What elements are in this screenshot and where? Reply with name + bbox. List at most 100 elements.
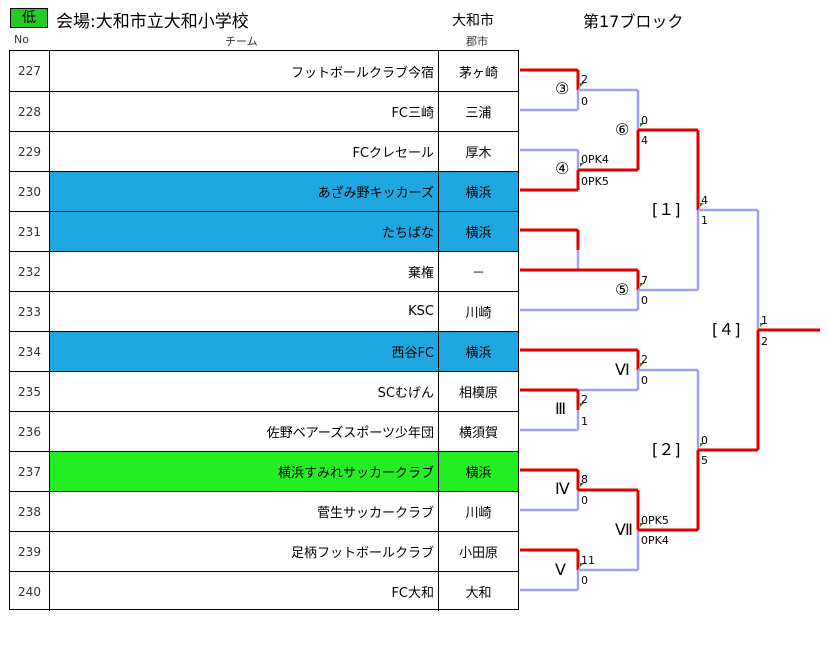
team-row: 234 西谷FC 横浜	[10, 331, 518, 371]
team-city: 横浜	[439, 332, 518, 371]
match-label: Ⅳ	[555, 479, 570, 498]
team-row: 240 FC大和 大和	[10, 571, 518, 611]
team-row: 232 棄権 －	[10, 251, 518, 291]
result-tick-mark	[640, 363, 644, 367]
team-number: 231	[10, 212, 50, 251]
match-score: 0	[701, 434, 708, 447]
match-score: 2	[581, 73, 588, 86]
team-city: 茅ヶ崎	[458, 65, 498, 81]
team-table: 227 フットボールクラブ今宿 茅ヶ崎 228 FC三崎 三浦 229 FCクレ…	[9, 50, 519, 611]
match-label: ③	[555, 79, 570, 98]
team-row: 230 あざみ野キッカーズ 横浜	[10, 171, 518, 211]
match-score: 7	[641, 274, 648, 287]
team-number: 235	[10, 372, 50, 411]
team-number: 234	[10, 332, 50, 371]
result-tick-mark	[580, 483, 584, 487]
result-tick-mark	[700, 203, 704, 207]
team-row: 237 横浜すみれサッカークラブ 横浜	[10, 451, 518, 491]
result-tick-mark	[580, 403, 584, 407]
team-number: 238	[10, 492, 50, 531]
team-name: FC大和	[50, 572, 439, 611]
column-header-city: 郡市	[466, 35, 488, 48]
match-score: 8	[581, 473, 588, 486]
match-label: [４]	[712, 320, 741, 339]
level-badge: 低	[10, 8, 48, 28]
match-score: 0PK4	[581, 153, 609, 166]
match-label: ⑤	[615, 280, 630, 299]
venue-title: 会場:大和市立大和小学校	[56, 12, 249, 32]
match-score: 0	[581, 95, 588, 108]
team-row: 239 足柄フットボールクラブ 小田原	[10, 531, 518, 571]
team-name: あざみ野キッカーズ	[50, 172, 439, 211]
team-row: 236 佐野ベアーズスポーツ少年団 横須賀	[10, 411, 518, 451]
team-name: フットボールクラブ今宿	[50, 51, 439, 91]
result-tick-mark	[700, 443, 704, 447]
match-label: Ⅲ	[555, 399, 567, 418]
team-row: 238 菅生サッカークラブ 川崎	[10, 491, 518, 531]
match-label: ④	[555, 159, 570, 178]
header-city: 大和市	[452, 13, 494, 29]
team-city: 小田原	[458, 546, 498, 561]
team-name: SCむげん	[50, 372, 439, 411]
match-score: 0	[641, 294, 648, 307]
team-city: －	[471, 266, 485, 281]
match-score: 4	[641, 134, 648, 147]
match-score: 1	[581, 415, 588, 428]
team-row: 231 たちばな 横浜	[10, 211, 518, 251]
match-label: Ⅶ	[615, 520, 633, 539]
match-label: [２]	[652, 440, 681, 459]
match-score: 1	[701, 214, 708, 227]
column-header-no: No	[14, 33, 29, 46]
team-row: 233 KSC 川崎	[10, 291, 518, 331]
team-name: KSC	[50, 292, 439, 331]
result-tick-mark	[640, 123, 644, 127]
match-label: Ⅵ	[615, 360, 630, 379]
column-header-team: チーム	[225, 35, 258, 48]
result-tick-mark	[640, 283, 644, 287]
result-tick-mark	[760, 323, 764, 327]
match-score: 4	[701, 194, 708, 207]
team-name: 佐野ベアーズスポーツ少年団	[50, 412, 439, 451]
team-name: 西谷FC	[50, 332, 439, 371]
team-row: 235 SCむげん 相模原	[10, 371, 518, 411]
match-label: Ⅴ	[555, 560, 566, 579]
team-name: 棄権	[50, 252, 439, 291]
team-number: 237	[10, 452, 50, 491]
team-number: 232	[10, 252, 50, 291]
team-name: FCクレセール	[50, 132, 439, 171]
match-score: 1	[761, 314, 768, 327]
match-score: 0PK5	[581, 175, 609, 188]
team-city: 横浜	[439, 212, 518, 251]
team-city: 横浜	[439, 452, 518, 491]
match-score: 0PK4	[641, 534, 669, 547]
block-title: 第17ブロック	[583, 12, 684, 31]
match-score: 2	[641, 353, 648, 366]
team-city: 川崎	[465, 306, 492, 321]
team-row: 227 フットボールクラブ今宿 茅ヶ崎	[10, 51, 518, 91]
match-score: 0	[581, 574, 588, 587]
team-row: 228 FC三崎 三浦	[10, 91, 518, 131]
team-row: 229 FCクレセール 厚木	[10, 131, 518, 171]
result-tick-mark	[580, 163, 584, 167]
match-score: 2	[761, 335, 768, 348]
match-score: 2	[581, 393, 588, 406]
team-number: 230	[10, 172, 50, 211]
team-name: 菅生サッカークラブ	[50, 492, 439, 531]
team-city: 横浜	[439, 172, 518, 211]
result-tick-mark	[580, 83, 584, 87]
result-tick-mark	[580, 563, 584, 567]
match-score: 5	[701, 454, 708, 467]
team-name: たちばな	[50, 212, 439, 251]
match-label: ⑥	[615, 120, 630, 139]
team-number: 233	[10, 292, 50, 331]
team-city: 川崎	[465, 506, 492, 521]
team-number: 229	[10, 132, 50, 171]
team-number: 228	[10, 92, 50, 131]
result-tick-mark	[640, 523, 644, 527]
team-name: 足柄フットボールクラブ	[50, 532, 439, 571]
team-number: 239	[10, 532, 50, 571]
match-score: 0PK5	[641, 514, 669, 527]
team-city: 相模原	[458, 386, 498, 401]
team-name: FC三崎	[50, 92, 439, 131]
